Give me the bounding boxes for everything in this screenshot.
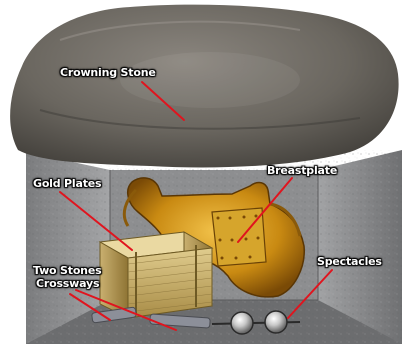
crowning-stone: [10, 5, 398, 168]
gold-plates: [100, 232, 212, 318]
spectacles-label: Spectacles: [317, 256, 382, 268]
two-stones-label-line2: Crossways: [36, 278, 99, 290]
gold-plates-label: Gold Plates: [33, 178, 101, 190]
two-stones-label-line1: Two Stones: [33, 265, 101, 277]
breastplate-label: Breastplate: [267, 165, 337, 177]
crowning-stone-label: Crowning Stone: [60, 67, 156, 79]
